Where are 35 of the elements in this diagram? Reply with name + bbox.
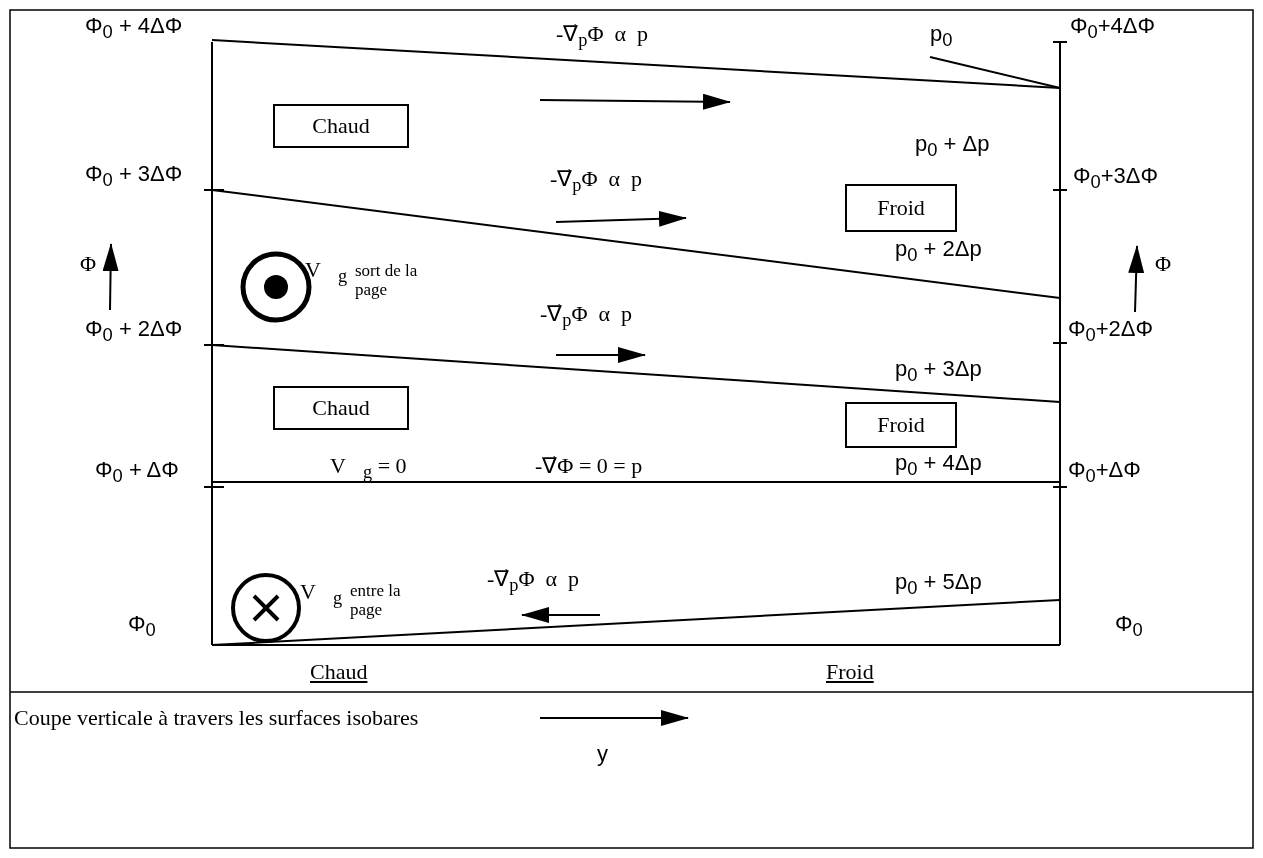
level-label: Φ$_{0}$ + 3ΔΦ <box>85 162 183 191</box>
side-label: Froid <box>826 660 874 685</box>
caption: Coupe verticale à travers les surfaces isobares <box>14 706 419 731</box>
region-label-box: Chaud <box>273 104 409 148</box>
gradient-formula: -∇⃗$_{p}$Φ α p⃗ <box>550 167 660 196</box>
axis-label: Φ <box>80 252 97 277</box>
region-label-box: Chaud <box>273 386 409 430</box>
gradient-formula: -∇⃗$_{p}$Φ α p⃗ <box>487 567 597 596</box>
isobar-label: p$_{0}$ + 3Δp <box>895 357 982 386</box>
wind-symbol: V⃗$_{g}$ <box>300 580 343 609</box>
level-label: Φ$_{0}$ <box>1115 612 1143 641</box>
isobar-label: p$_{0}$ + 5Δp <box>895 570 982 599</box>
level-label: Φ$_{0}$+2ΔΦ <box>1068 317 1154 346</box>
isobar-label: p$_{0}$ + Δp <box>915 132 990 161</box>
region-label-box: Froid <box>845 184 957 232</box>
level-label: Φ$_{0}$ + 4ΔΦ <box>85 14 183 43</box>
axis-label: Φ <box>1155 252 1172 277</box>
side-label: Chaud <box>310 660 368 685</box>
level-label: Φ$_{0}$+3ΔΦ <box>1073 164 1159 193</box>
isobar-label: p$_{0}$ <box>930 22 953 51</box>
wind-symbol: V⃗$_{g}$ <box>305 258 348 287</box>
isobar-label: p$_{0}$ + 2Δp <box>895 237 982 266</box>
level-label: Φ$_{0}$+ΔΦ <box>1068 458 1141 487</box>
gradient-formula: -∇⃗$_{p}$Φ α p⃗ <box>556 22 666 51</box>
level-label: Φ$_{0}$ <box>128 612 156 641</box>
wind-note: entre la page <box>350 582 402 620</box>
isobar-label: p$_{0}$ + 4Δp <box>895 451 982 480</box>
gradient-formula: -∇⃗Φ = 0 = p⃗ <box>535 454 660 479</box>
region-label-box: Froid <box>845 402 957 448</box>
wind-note: sort de la page <box>355 262 419 300</box>
level-label: Φ$_{0}$ + 2ΔΦ <box>85 317 183 346</box>
level-label: Φ$_{0}$+4ΔΦ <box>1070 14 1156 43</box>
gradient-formula: -∇⃗$_{p}$Φ α p⃗ <box>540 302 650 331</box>
level-label: Φ$_{0}$ + ΔΦ <box>95 458 179 487</box>
axis-label: y <box>597 742 608 767</box>
